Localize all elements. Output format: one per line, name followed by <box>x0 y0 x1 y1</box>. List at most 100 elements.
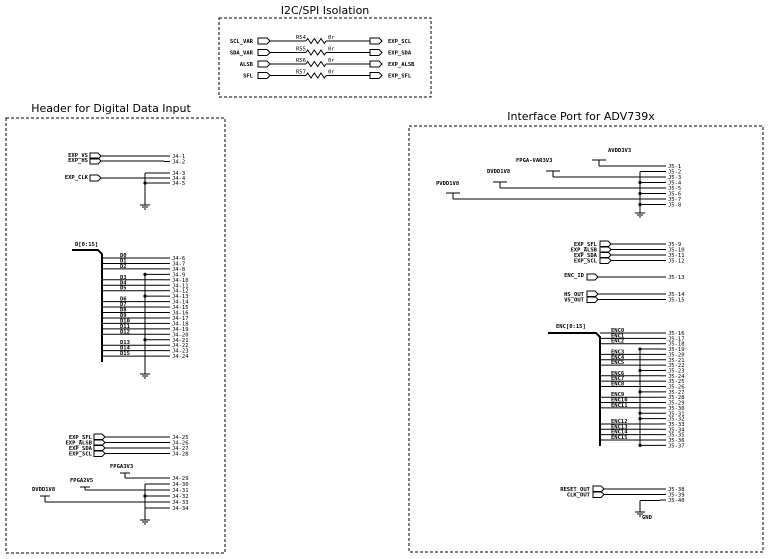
hdr-data-net: D4 <box>120 280 127 286</box>
hdr-pin: J4-7 <box>172 261 185 267</box>
ifc-enc-net: ENC3 <box>611 349 624 355</box>
ifc-pin: J5-15 <box>668 298 685 304</box>
i2c-isolation-frame <box>218 17 432 98</box>
hdr-pin: J4-5 <box>172 181 185 187</box>
hdr-pin: J4-10 <box>172 278 189 284</box>
hdr-data-net: D7 <box>120 302 127 308</box>
ifc-pin: J5-23 <box>668 368 685 374</box>
hdr-pin: J4-6 <box>172 256 185 262</box>
hdr-pin: J4-1 <box>172 154 185 160</box>
ifc-pin: J5-33 <box>668 422 685 428</box>
ifc-pin: J5-22 <box>668 363 685 369</box>
ifc-pwr-net: DVDD1V8 <box>487 169 510 175</box>
i2c-net-left: SCL_VAR <box>230 39 254 45</box>
hdr-pin: J4-29 <box>172 476 189 482</box>
ifc-enc-net: ENC15 <box>611 435 628 441</box>
i2c-net-right: EXP_ALSB <box>388 62 415 68</box>
ifc-pin: J5-40 <box>668 498 685 504</box>
i2c-net-left: SDA_VAR <box>230 51 254 57</box>
hdr-data-net: D3 <box>120 275 127 281</box>
ifc-pin: J5-4 <box>668 181 682 187</box>
resistor <box>305 72 327 79</box>
resistor <box>305 60 327 68</box>
ifc-pin: J5-29 <box>668 401 685 407</box>
ifc-enc-net: ENC9 <box>611 392 624 398</box>
i2c-title: I2C/SPI Isolation <box>281 4 370 17</box>
enc-bus <box>548 332 601 446</box>
header-frame <box>5 117 226 554</box>
interface-port-frame <box>408 125 764 553</box>
hdr-net: EXP_CLK <box>65 175 89 181</box>
i2c-port-left <box>257 72 271 79</box>
i2c-port-right <box>369 49 383 56</box>
ifc-pin: J5-7 <box>668 197 681 203</box>
ifc-enc-net: ENC4 <box>611 355 625 361</box>
resistor-ref: R54 <box>296 35 307 41</box>
hdr-port <box>89 157 102 165</box>
ifc-id-net: ENC_ID <box>564 273 585 279</box>
header-title: Header for Digital Data Input <box>31 102 191 115</box>
ifc-enc-net: ENC14 <box>611 430 628 436</box>
ifc-pin: J5-12 <box>668 259 685 265</box>
hdr-net: EXP_VS <box>68 153 88 159</box>
ifc-port <box>586 296 599 303</box>
hdr-pin: J4-26 <box>172 441 189 447</box>
hdr-pin: J4-24 <box>172 354 189 360</box>
resistor-value: 0r <box>328 35 335 41</box>
hdr-net: EXP_HS <box>68 158 88 164</box>
hdr-pin: J4-4 <box>172 176 186 182</box>
hdr-port <box>89 174 102 182</box>
hdr-ctl-net: EXP_ALSB <box>66 441 93 447</box>
ifc-pin: J5-24 <box>668 374 685 380</box>
ifc-pin: J5-30 <box>668 406 685 412</box>
ifc-enc-net: ENC1 <box>611 333 625 339</box>
hdr-pin: J4-22 <box>172 343 189 349</box>
hdr-pin: J4-17 <box>172 316 189 322</box>
hdr-pin: J4-11 <box>172 283 189 289</box>
ifc-pin: J5-19 <box>668 347 685 353</box>
junction-dot <box>143 494 147 498</box>
hdr-pin: J4-23 <box>172 349 189 355</box>
i2c-net-left: SFL <box>243 74 254 80</box>
ifc-pin: J5-17 <box>668 336 685 342</box>
ifc-pin: J5-6 <box>668 192 681 198</box>
resistor <box>305 49 327 56</box>
resistor-value: 0r <box>328 58 335 64</box>
hdr-pin: J4-20 <box>172 332 189 338</box>
ifc-ctl-net: EXP_ALSB <box>571 248 598 254</box>
ifc-pin: J5-39 <box>668 493 685 499</box>
ifc-ctl-net: EXP_SDA <box>574 253 598 259</box>
ifc-pin: J5-10 <box>668 248 685 254</box>
i2c-port-right <box>369 60 383 68</box>
hdr-pwr-net: FPGA3V3 <box>110 464 133 470</box>
ifc-enc-net: ENC12 <box>611 419 628 425</box>
hdr-data-net: D12 <box>120 329 130 335</box>
ifc-enc-net: ENC10 <box>611 398 628 404</box>
i2c-port-right <box>369 37 383 45</box>
hdr-pin: J4-9 <box>172 272 185 278</box>
hdr-pin: J4-2 <box>172 160 185 166</box>
ifc-pin: J5-31 <box>668 411 685 417</box>
i2c-net-right: EXP_SFL <box>388 74 412 80</box>
hdr-data-net: D15 <box>120 351 130 357</box>
ifc-port <box>599 257 612 264</box>
ifc-pin: J5-9 <box>668 242 681 248</box>
hdr-pin: J4-16 <box>172 311 189 317</box>
ifc-pin: J5-3 <box>668 175 681 181</box>
hdr-pin: J4-14 <box>172 300 189 306</box>
resistor <box>305 37 327 45</box>
ifc-pin: J5-2 <box>668 170 681 176</box>
ifc-pin: J5-21 <box>668 358 685 364</box>
ifc-pin: J5-1 <box>668 164 681 170</box>
ifc-out-net: CLK_OUT <box>567 493 591 499</box>
resistor-ref: R57 <box>296 70 306 76</box>
ifc-pin: J5-32 <box>668 417 685 423</box>
hdr-pwr-net: DVDD1V8 <box>32 487 55 493</box>
ifc-pin: J5-26 <box>668 385 685 391</box>
ifc-ctl-net: EXP_SFL <box>574 242 598 248</box>
ifc-pin: J5-35 <box>668 433 685 439</box>
hdr-data-net: D14 <box>120 346 131 352</box>
